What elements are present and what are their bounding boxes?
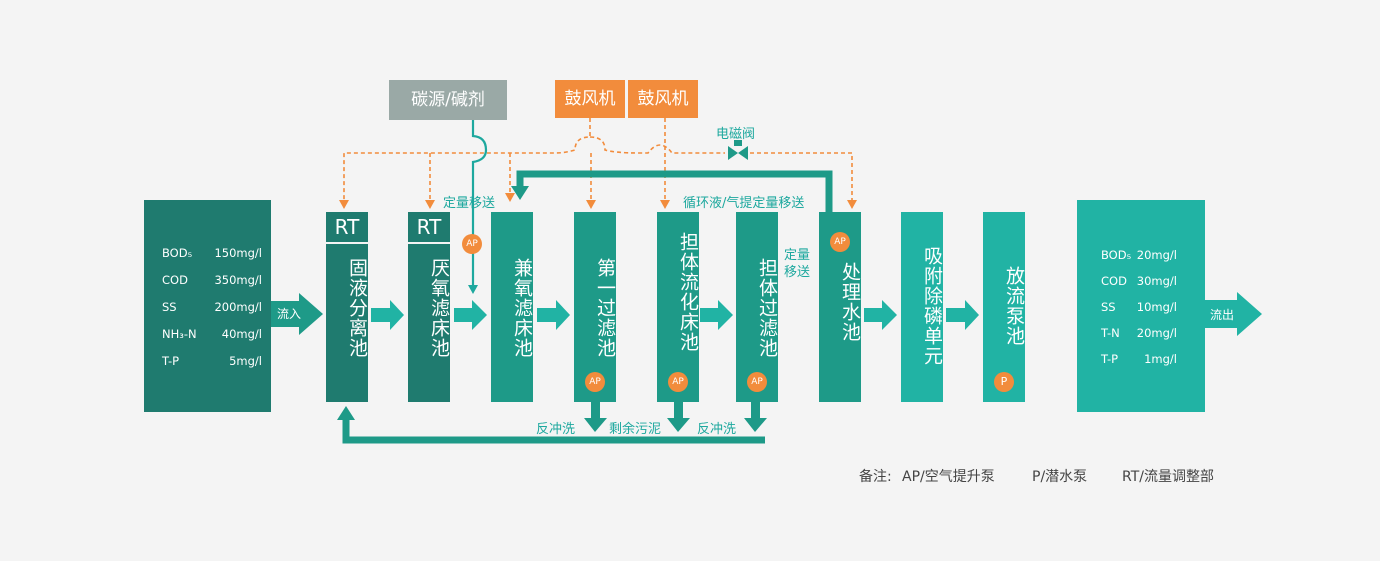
param-value: 150mg/l — [214, 246, 262, 260]
backwash-label-2: 反冲洗 — [697, 422, 737, 437]
blower-box-2: 鼓风机 — [628, 80, 698, 118]
solenoid-valve-icon — [728, 140, 748, 160]
outflow-label: 流出 — [1210, 308, 1235, 322]
tank-name: 担体过滤池 — [756, 258, 778, 358]
tank-carrier-filter: 担体过滤池 AP — [736, 212, 778, 402]
param-name: SS — [162, 300, 177, 314]
backwash-label-1: 反冲洗 — [536, 422, 576, 437]
param-name: COD — [1101, 274, 1127, 288]
solenoid-valve-label: 电磁阀 — [716, 127, 756, 142]
transfer-label: 定量 移送 — [784, 248, 811, 280]
param-value: 40mg/l — [221, 327, 262, 341]
carbon-dosing-line — [471, 120, 488, 287]
param-value: 20mg/l — [1136, 326, 1177, 340]
rt-label: RT — [408, 212, 450, 244]
recycle-arrowhead — [511, 186, 529, 200]
process-arrows — [371, 300, 979, 330]
dosing-label: 定量移送 — [443, 196, 496, 211]
tank-name: 兼氧滤床池 — [511, 258, 533, 358]
tank-name: 厌氧滤床池 — [428, 258, 450, 358]
param-value: 200mg/l — [214, 300, 262, 314]
param-name: BOD₅ — [1101, 248, 1132, 262]
tank-name: 担体流化床池 — [677, 232, 699, 352]
tank-name: 第一过滤池 — [594, 258, 616, 358]
blower-box-1: 鼓风机 — [555, 80, 625, 118]
param-value: 30mg/l — [1136, 274, 1177, 288]
backwash-arrowhead — [337, 406, 355, 420]
tank-name: 吸附除磷单元 — [921, 246, 943, 366]
air-supply-lines — [343, 118, 853, 202]
param-value: 1mg/l — [1144, 352, 1177, 366]
recycle-line — [516, 170, 833, 212]
excess-sludge-label: 剩余污泥 — [609, 422, 662, 437]
param-value: 5mg/l — [229, 354, 262, 368]
param-name: SS — [1101, 300, 1116, 314]
legend-p: P/潜水泵 — [1032, 469, 1088, 485]
unit-phosphorus-adsorption: 吸附除磷单元 — [901, 212, 943, 402]
param-value: 350mg/l — [214, 273, 262, 287]
inflow-label: 流入 — [277, 307, 302, 321]
carbon-arrowhead — [468, 285, 478, 294]
tank-facultative-filter: 兼氧滤床池 — [491, 212, 533, 402]
tank-first-filter: 第一过滤池 AP — [574, 212, 616, 402]
tank-name: 固液分离池 — [346, 258, 368, 358]
air-lift-pump-badge: AP — [830, 232, 850, 252]
param-name: T-P — [162, 354, 180, 368]
param-value: 10mg/l — [1136, 300, 1177, 314]
air-arrowheads — [339, 193, 857, 209]
air-lift-pump-badge: AP — [585, 372, 605, 392]
tank-anaerobic-filter: RT 厌氧滤床池 — [408, 212, 450, 402]
inflow-quality-panel: BOD₅ 150mg/l COD 350mg/l SS 200mg/l NH₃-N 40… — [144, 200, 271, 412]
backwash-line — [342, 418, 765, 444]
param-name: NH₃-N — [162, 327, 197, 341]
tank-carrier-fluidized-bed: 担体流化床池 AP — [657, 212, 699, 402]
tank-solid-liquid-separation: RT 固液分离池 — [326, 212, 368, 402]
inflow-arrow-shape — [271, 293, 323, 335]
param-name: T-P — [1101, 352, 1119, 366]
air-lift-pump-badge: AP — [747, 372, 767, 392]
air-lift-pump-badge: AP — [668, 372, 688, 392]
param-name: T-N — [1101, 326, 1120, 340]
outflow-arrow-shape — [1205, 292, 1262, 336]
param-name: COD — [162, 273, 188, 287]
legend-ap: AP/空气提升泵 — [902, 469, 995, 485]
dosing-air-lift-pump-badge: AP — [462, 234, 482, 254]
submersible-pump-badge: P — [994, 372, 1014, 392]
carbon-source-box: 碳源/碱剂 — [389, 80, 507, 120]
tank-discharge-pump: 放流泵池 P — [983, 212, 1025, 402]
tank-name: 放流泵池 — [1003, 266, 1025, 346]
pump-outflow-arrows — [584, 402, 767, 432]
tank-treated-water: AP 处理水池 — [819, 212, 861, 402]
param-name: BOD₅ — [162, 246, 193, 260]
legend-prefix: 备注: — [859, 469, 892, 485]
recycle-label: 循环液/气提定量移送 — [683, 196, 805, 211]
param-value: 20mg/l — [1136, 248, 1177, 262]
legend-rt: RT/流量调整部 — [1122, 469, 1214, 485]
rt-label: RT — [326, 212, 368, 244]
tank-name: 处理水池 — [839, 262, 861, 342]
